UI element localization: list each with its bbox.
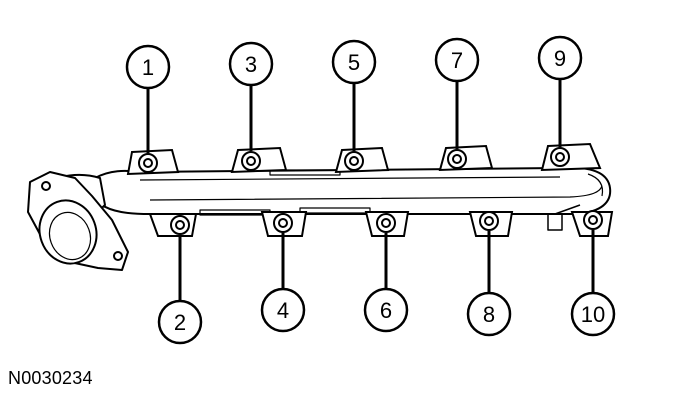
- callout-label-10: 10: [581, 302, 605, 327]
- callout-label-3: 3: [245, 52, 257, 77]
- callout-circle-10: [570, 291, 616, 337]
- callout-labels: 1 2 3 4 5 6 7 8 9 10: [142, 46, 605, 335]
- bolt-1: [138, 153, 158, 173]
- bolt-5: [344, 151, 364, 171]
- bolt-6: [376, 213, 396, 233]
- runner-highlight-upper: [139, 176, 561, 181]
- callout-label-5: 5: [348, 50, 360, 75]
- callout-label-4: 4: [277, 298, 289, 323]
- flange-hole-2: [113, 251, 123, 261]
- callout-label-9: 9: [554, 46, 566, 71]
- callout-label-1: 1: [142, 55, 154, 80]
- bolt-3: [241, 151, 261, 171]
- shield-strip-lower-2: [299, 207, 371, 214]
- callout-circle-2: [157, 299, 203, 345]
- callout-label-6: 6: [380, 298, 392, 323]
- callout-circle-5: [331, 39, 377, 85]
- callout-circle-3: [228, 41, 274, 87]
- callout-circles: [125, 35, 616, 345]
- bolt-9: [550, 147, 570, 167]
- callout-circle-7: [434, 37, 480, 83]
- callout-circle-8: [466, 291, 512, 337]
- runner-highlight-lower: [149, 185, 603, 201]
- bolt-8: [479, 211, 499, 231]
- callout-circle-9: [537, 35, 583, 81]
- outlet-port-inner: [48, 211, 92, 261]
- flange-hole-1: [41, 181, 51, 191]
- callout-circle-1: [125, 44, 171, 90]
- callout-label-2: 2: [174, 310, 186, 335]
- runner-highlight-end: [587, 173, 604, 197]
- bolts: [138, 147, 603, 235]
- bolt-4: [273, 213, 293, 233]
- exhaust-manifold: [27, 166, 612, 271]
- bolt-10: [583, 210, 603, 230]
- bolt-2: [170, 215, 190, 235]
- callout-circle-4: [260, 287, 306, 333]
- manifold-runner: [94, 166, 612, 215]
- lower-bracket: [547, 204, 581, 231]
- bolt-7: [447, 149, 467, 169]
- callout-label-8: 8: [483, 302, 495, 327]
- leader-lines: [146, 80, 595, 300]
- callout-circle-6: [363, 287, 409, 333]
- callout-label-7: 7: [451, 48, 463, 73]
- figure-id: N0030234: [8, 368, 93, 388]
